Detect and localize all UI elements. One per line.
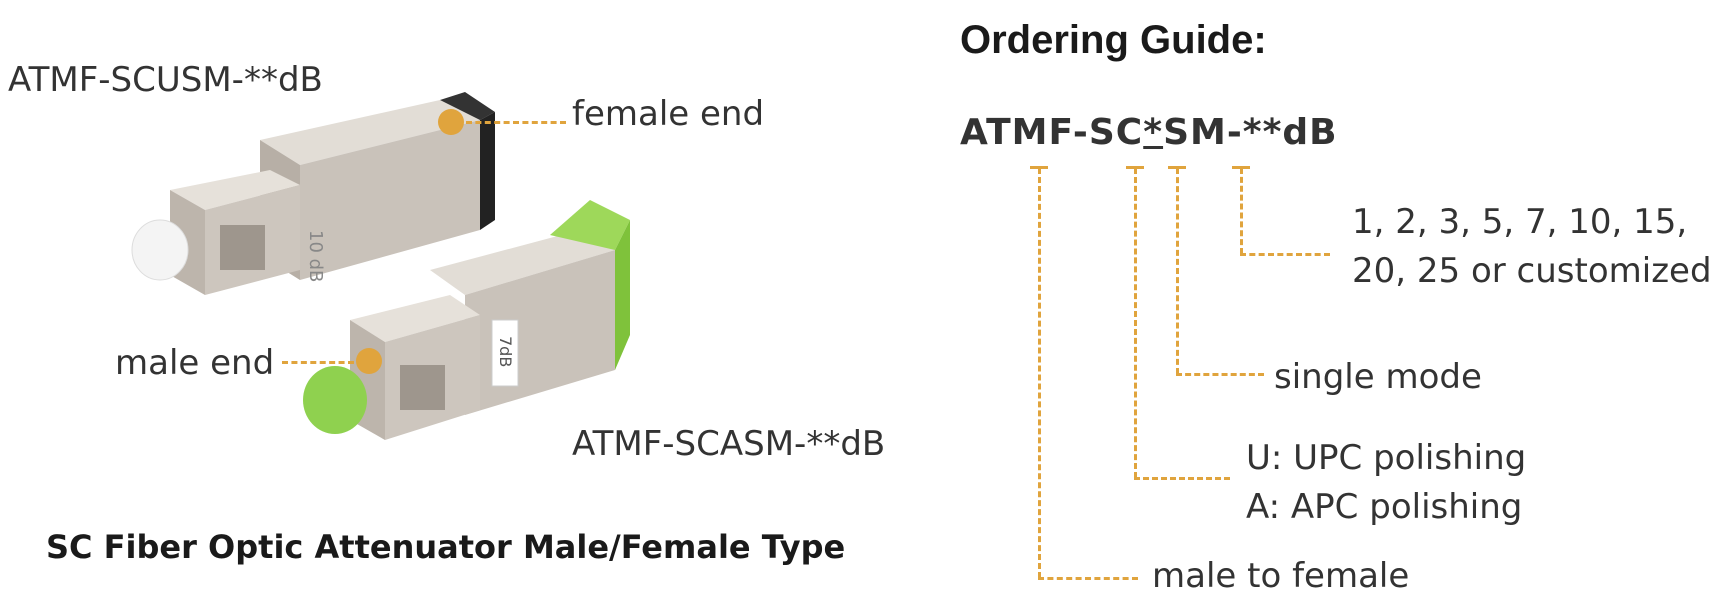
upc-polishing-label: U: UPC polishing [1246, 438, 1527, 478]
part-number-code: ATMF-SC*SM-**dB [960, 112, 1338, 153]
product-caption: SC Fiber Optic Attenuator Male/Female Ty… [46, 528, 846, 566]
tcap-mode [1168, 166, 1186, 169]
female-end-label: female end [572, 94, 765, 134]
male-end-label: male end [115, 343, 275, 383]
leader-mode-horizontal [1176, 373, 1264, 376]
marking-female: 10 dB [305, 230, 326, 282]
leader-polish-horizontal [1134, 477, 1230, 480]
female-end-dot [438, 109, 464, 135]
attenuation-values-line1: 1, 2, 3, 5, 7, 10, 15, [1352, 202, 1688, 242]
attenuator-apc-type: 7dB [303, 200, 630, 440]
single-mode-label: single mode [1274, 357, 1482, 397]
leader-db-vertical [1240, 168, 1243, 254]
male-end-leader [282, 361, 354, 364]
attenuators-image: 10 dB 7dB [131, 92, 630, 440]
model-label-female: ATMF-SCUSM-**dB [8, 60, 323, 100]
code-variable: * [1143, 112, 1164, 153]
ordering-guide-title: Ordering Guide: [960, 18, 1267, 62]
product-illustration: 10 dB 7dB [120, 80, 640, 510]
marking-green: 7dB [496, 336, 515, 367]
leader-prefix-horizontal [1038, 577, 1138, 580]
tcap-db [1232, 166, 1250, 169]
leader-db-horizontal [1240, 253, 1330, 256]
code-suffix: SM-**dB [1163, 112, 1338, 153]
attenuator-female-type: 10 dB [131, 92, 495, 295]
male-to-female-label: male to female [1152, 556, 1410, 596]
tcap-prefix [1030, 166, 1048, 169]
male-end-dot [356, 348, 382, 374]
tcap-variable [1126, 166, 1144, 169]
model-label-apc: ATMF-SCASM-**dB [572, 424, 886, 464]
attenuation-values-line2: 20, 25 or customized [1352, 251, 1712, 291]
leader-mode-vertical [1176, 168, 1179, 374]
code-prefix: ATMF-SC [960, 112, 1144, 153]
female-end-leader [466, 121, 566, 124]
apc-polishing-label: A: APC polishing [1246, 487, 1523, 527]
leader-polish-vertical [1134, 168, 1137, 478]
leader-prefix-vertical [1038, 168, 1041, 578]
